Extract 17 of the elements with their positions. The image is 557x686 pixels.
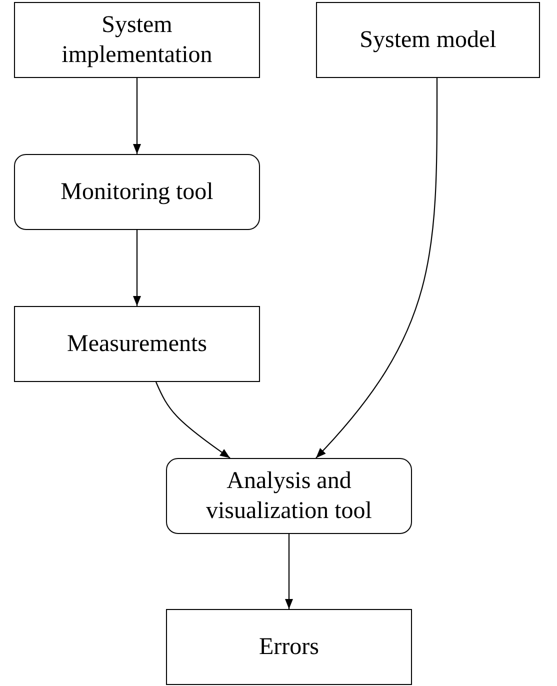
node-label: System implementation (60, 11, 214, 70)
arrow (316, 78, 438, 458)
arrow (133, 230, 141, 306)
node-label: Monitoring tool (60, 178, 214, 207)
node-label: Analysis and visualization tool (205, 467, 373, 526)
process-box (166, 609, 412, 685)
process-box (316, 2, 540, 78)
node-label: System model (360, 26, 496, 55)
node-label: Measurements (67, 330, 207, 359)
node-label: Errors (259, 633, 319, 662)
process-box (14, 306, 260, 382)
process-box (166, 458, 412, 534)
process-box (14, 154, 260, 230)
process-box (14, 2, 260, 78)
arrow (285, 534, 293, 609)
arrow (156, 382, 230, 458)
arrow (133, 78, 141, 154)
